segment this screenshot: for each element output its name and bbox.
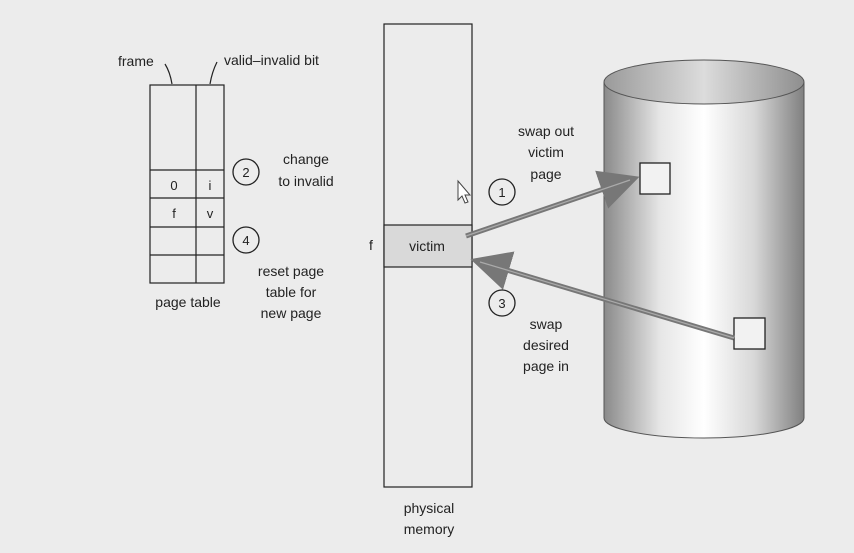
page-table: frame valid–invalid bit 0 i f v page tab… (118, 52, 319, 310)
disk-cylinder (603, 59, 805, 439)
row-0-frame: 0 (170, 178, 177, 193)
physical-memory: victim f physical memory (369, 23, 473, 537)
step-1-text-line-2: victim (528, 144, 564, 160)
step-2-change-to-invalid: 2 change to invalid (232, 151, 334, 189)
swap-in-arrow (470, 251, 735, 341)
disk-body (604, 82, 804, 418)
page-table-outline (149, 84, 225, 284)
swap-out-arrow-highlight (465, 179, 631, 237)
desired-page-on-disk (733, 317, 766, 350)
mouse-cursor-icon (457, 179, 472, 204)
frame-column-label: frame (118, 53, 154, 69)
step-4-number: 4 (242, 233, 249, 248)
step-4-reset-page-table: 4 reset page table for new page (232, 226, 324, 321)
step-4-text-line-3: new page (261, 305, 322, 321)
step-2-text-line-2: to invalid (278, 173, 333, 189)
step-2-number: 2 (242, 165, 249, 180)
step-1-text-line-3: page (530, 166, 561, 182)
step-1-text-line-1: swap out (518, 123, 574, 139)
step-3-number: 3 (498, 296, 505, 311)
step-3-text-line-1: swap (530, 316, 563, 332)
physical-memory-caption-line-2: memory (404, 521, 455, 537)
valid-invalid-bit-label: valid–invalid bit (224, 52, 319, 68)
step-2-badge (232, 158, 260, 186)
step-4-text-line-1: reset page (258, 263, 324, 279)
physical-memory-caption-line-1: physical (404, 500, 455, 516)
step-4-text-line-2: table for (266, 284, 317, 300)
swap-out-arrow (465, 170, 640, 239)
victim-label: victim (409, 238, 445, 254)
disk-top (603, 59, 805, 105)
step-2-text-line-1: change (283, 151, 329, 167)
step-1-number: 1 (498, 185, 505, 200)
row-1-frame: f (172, 206, 176, 221)
frame-f-marker: f (369, 237, 373, 253)
victim-page-on-disk (639, 162, 671, 195)
page-table-caption: page table (155, 294, 221, 310)
step-3-text-line-3: page in (523, 358, 569, 374)
step-3-badge (488, 289, 516, 317)
disk-bottom-edge (603, 417, 805, 439)
step-1-badge (488, 178, 516, 206)
swap-in-arrow-highlight (479, 261, 735, 339)
step-3-swap-in: 3 swap desired page in (488, 289, 569, 374)
row-0-bit: i (209, 178, 212, 193)
step-3-text-line-2: desired (523, 337, 569, 353)
bit-label-pointer (209, 61, 218, 85)
victim-frame (383, 224, 473, 268)
step-4-badge (232, 226, 260, 254)
frame-label-pointer (164, 63, 173, 85)
step-1-swap-out: 1 swap out victim page (488, 123, 574, 206)
row-1-bit: v (207, 206, 214, 221)
